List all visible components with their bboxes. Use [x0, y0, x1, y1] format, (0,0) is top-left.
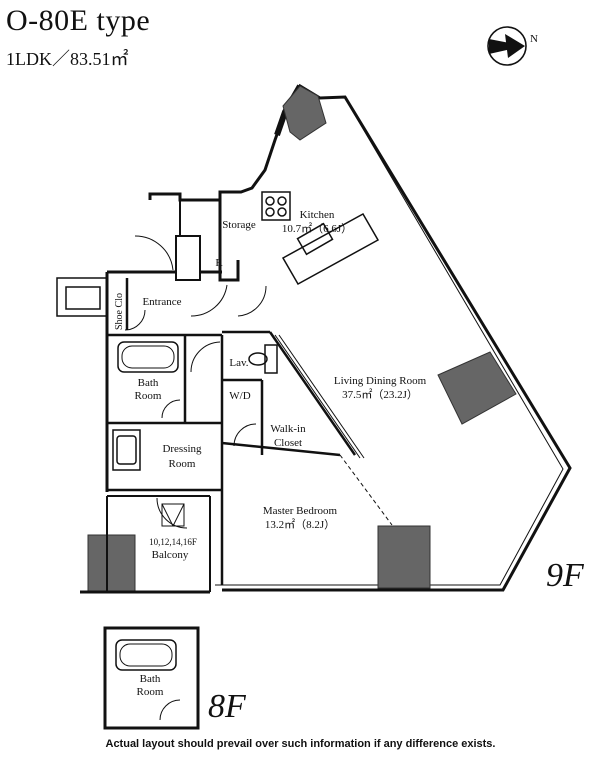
lower-floor-bath-outline: [103, 626, 200, 730]
bath-label-line2: Room: [135, 390, 162, 402]
balcony-area: [80, 495, 211, 594]
floor-label-9f: 9F: [546, 557, 584, 594]
shoe-closet-label: Shoe Clo: [114, 293, 125, 330]
lower-bath-label-line1: Bath: [140, 673, 161, 685]
exterior-walls: [105, 83, 572, 592]
living-label: Living Dining Room: [334, 375, 427, 387]
plan-title: O-80E type: [6, 4, 151, 37]
refrigerator-label: R: [215, 257, 223, 269]
walkin-hatch: [274, 334, 393, 526]
entrance-label: Entrance: [142, 296, 181, 308]
dressing-label-line1: Dressing: [162, 443, 202, 455]
living-area: 37.5㎡（23.2J）: [342, 388, 418, 401]
interior-walls: [105, 272, 357, 585]
walkin-label-line1: Walk-in: [270, 423, 306, 435]
toilet: [248, 344, 278, 374]
entry-alcove: [56, 277, 108, 317]
column-shafts: [87, 85, 517, 593]
plan-subtitle: 1LDK／83.51㎡: [6, 49, 129, 69]
master-bedroom-label: Master Bedroom: [263, 505, 338, 517]
lower-bath-label-line2: Room: [137, 686, 164, 698]
door-swings: [124, 235, 267, 529]
dressing-label-line2: Room: [169, 458, 196, 470]
vanity-counter: [112, 429, 141, 471]
disclaimer-note: Actual layout should prevail over such i…: [105, 738, 496, 750]
storage-label: Storage: [222, 219, 256, 231]
balcony-label: Balcony: [152, 549, 189, 561]
bath-label-line1: Bath: [138, 377, 159, 389]
compass-icon: N: [487, 26, 538, 66]
floor-label-8f: 8F: [208, 688, 246, 725]
bathtub: [117, 341, 179, 373]
washer-label: W/D: [229, 390, 250, 402]
master-bedroom-area: 13.2㎡（8.2J）: [265, 518, 335, 531]
compass-north-label: N: [530, 33, 538, 45]
walkin-label-line2: Closet: [274, 437, 302, 449]
balcony-floors-label: 10,12,14,16F: [149, 537, 197, 547]
kitchen-counters: [261, 191, 380, 286]
kitchen-area: 10.7㎡（6.6J）: [282, 222, 352, 235]
kitchen-label: Kitchen: [300, 209, 335, 221]
lavatory-label: Lav.: [229, 357, 248, 369]
